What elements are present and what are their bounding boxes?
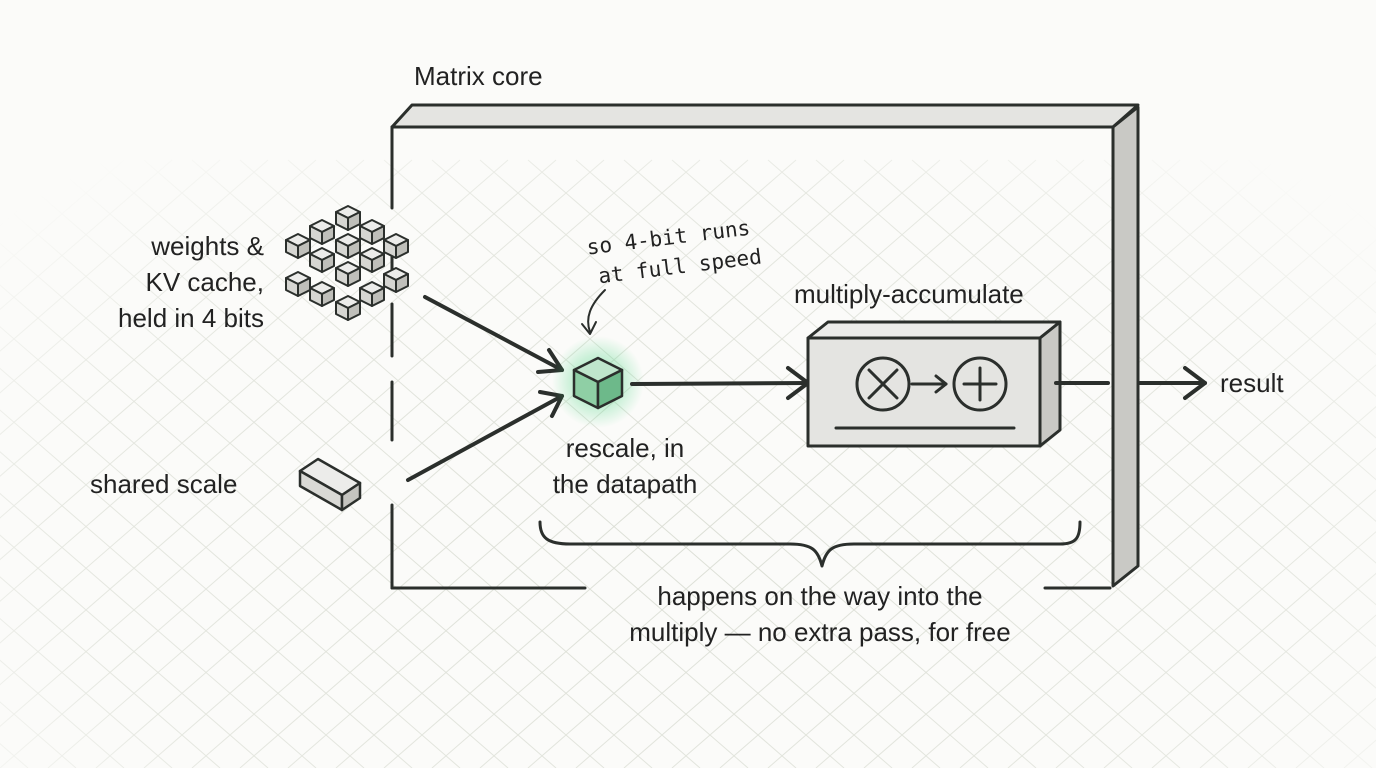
- footer-caption: happens on the way into the multiply — n…: [560, 578, 1080, 650]
- weight-cube: [335, 295, 361, 321]
- rescale-label-line2: the datapath: [552, 469, 698, 499]
- weight-cube: [383, 233, 409, 259]
- weights-label-line2: KV cache,: [145, 267, 264, 297]
- weight-cube: [359, 219, 385, 245]
- shared-scale-block-icon: [298, 457, 362, 512]
- note-pointer-head: [581, 321, 597, 335]
- footer-line2: multiply — no extra pass, for free: [629, 617, 1011, 647]
- shared-scale-label: shared scale: [90, 469, 238, 499]
- note-pointer: [587, 289, 606, 333]
- curly-brace: [538, 520, 1082, 568]
- weight-cube: [359, 247, 385, 273]
- weight-cube: [309, 247, 335, 273]
- weight-cube: [309, 281, 335, 307]
- rescale-label-line1: rescale, in: [565, 433, 685, 463]
- times-to-plus-arrow: [910, 374, 948, 394]
- weight-cube: [359, 281, 385, 307]
- scale-arrow: [406, 394, 564, 482]
- result-label: result: [1220, 368, 1284, 398]
- circled-times-icon: [855, 356, 911, 412]
- matrix-core-frame: [390, 103, 1140, 590]
- footer-line1: happens on the way into the: [657, 581, 983, 611]
- weight-cube: [285, 233, 311, 259]
- weight-cube: [285, 271, 311, 297]
- weights-cube-cluster-icon: [285, 205, 409, 321]
- rescale-cube-icon: [552, 336, 644, 428]
- result-arrow: [1054, 366, 1207, 400]
- weights-label-line1: weights &: [151, 231, 264, 261]
- weights-label-line3: held in 4 bits: [118, 303, 264, 333]
- circled-plus-icon: [952, 356, 1008, 412]
- container-title: Matrix core: [414, 61, 543, 91]
- weight-cube: [383, 267, 409, 293]
- weight-cube: [309, 219, 335, 245]
- weights-arrow: [423, 295, 564, 372]
- weights-label: weights & KV cache, held in 4 bits: [60, 228, 264, 336]
- weight-cube: [335, 205, 361, 231]
- weight-cube: [335, 261, 361, 287]
- mac-title: multiply-accumulate: [794, 279, 1024, 309]
- rescale-label: rescale, in the datapath: [520, 430, 730, 502]
- weight-cube: [335, 233, 361, 259]
